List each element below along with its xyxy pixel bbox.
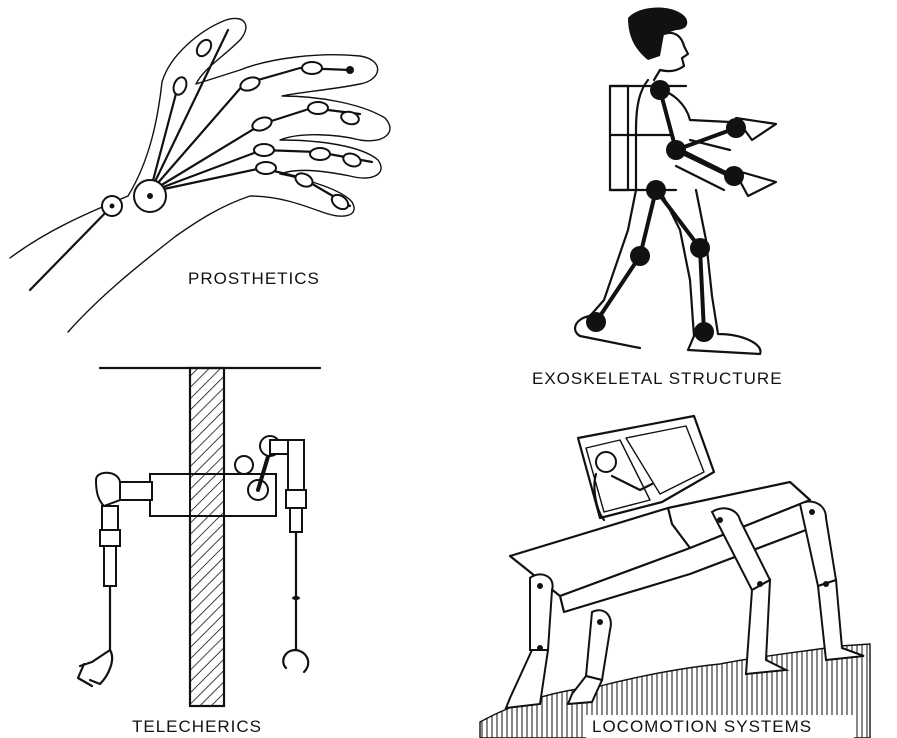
locomotion-label: LOCOMOTION SYSTEMS	[592, 717, 812, 736]
finger-joints	[171, 37, 362, 212]
master-handle	[283, 650, 308, 672]
exoskeleton-illustration	[575, 8, 776, 355]
operator-head	[596, 452, 616, 472]
telecherics-label: TELECHERICS	[132, 717, 262, 736]
master-ball	[235, 456, 253, 474]
walking-machine-illustration	[480, 416, 870, 738]
figure-hair	[628, 8, 687, 61]
exo-back-frame	[610, 86, 628, 190]
telecheric-illustration	[78, 368, 320, 706]
prosthetics-label: PROSTHETICS	[188, 269, 320, 288]
exo-links	[596, 90, 736, 332]
hatched-wall	[190, 368, 224, 706]
slave-elbow	[96, 473, 120, 506]
forearm-cable	[30, 206, 112, 290]
slave-gripper	[78, 650, 112, 686]
exoskeletal-label: EXOSKELETAL STRUCTURE	[532, 369, 783, 388]
